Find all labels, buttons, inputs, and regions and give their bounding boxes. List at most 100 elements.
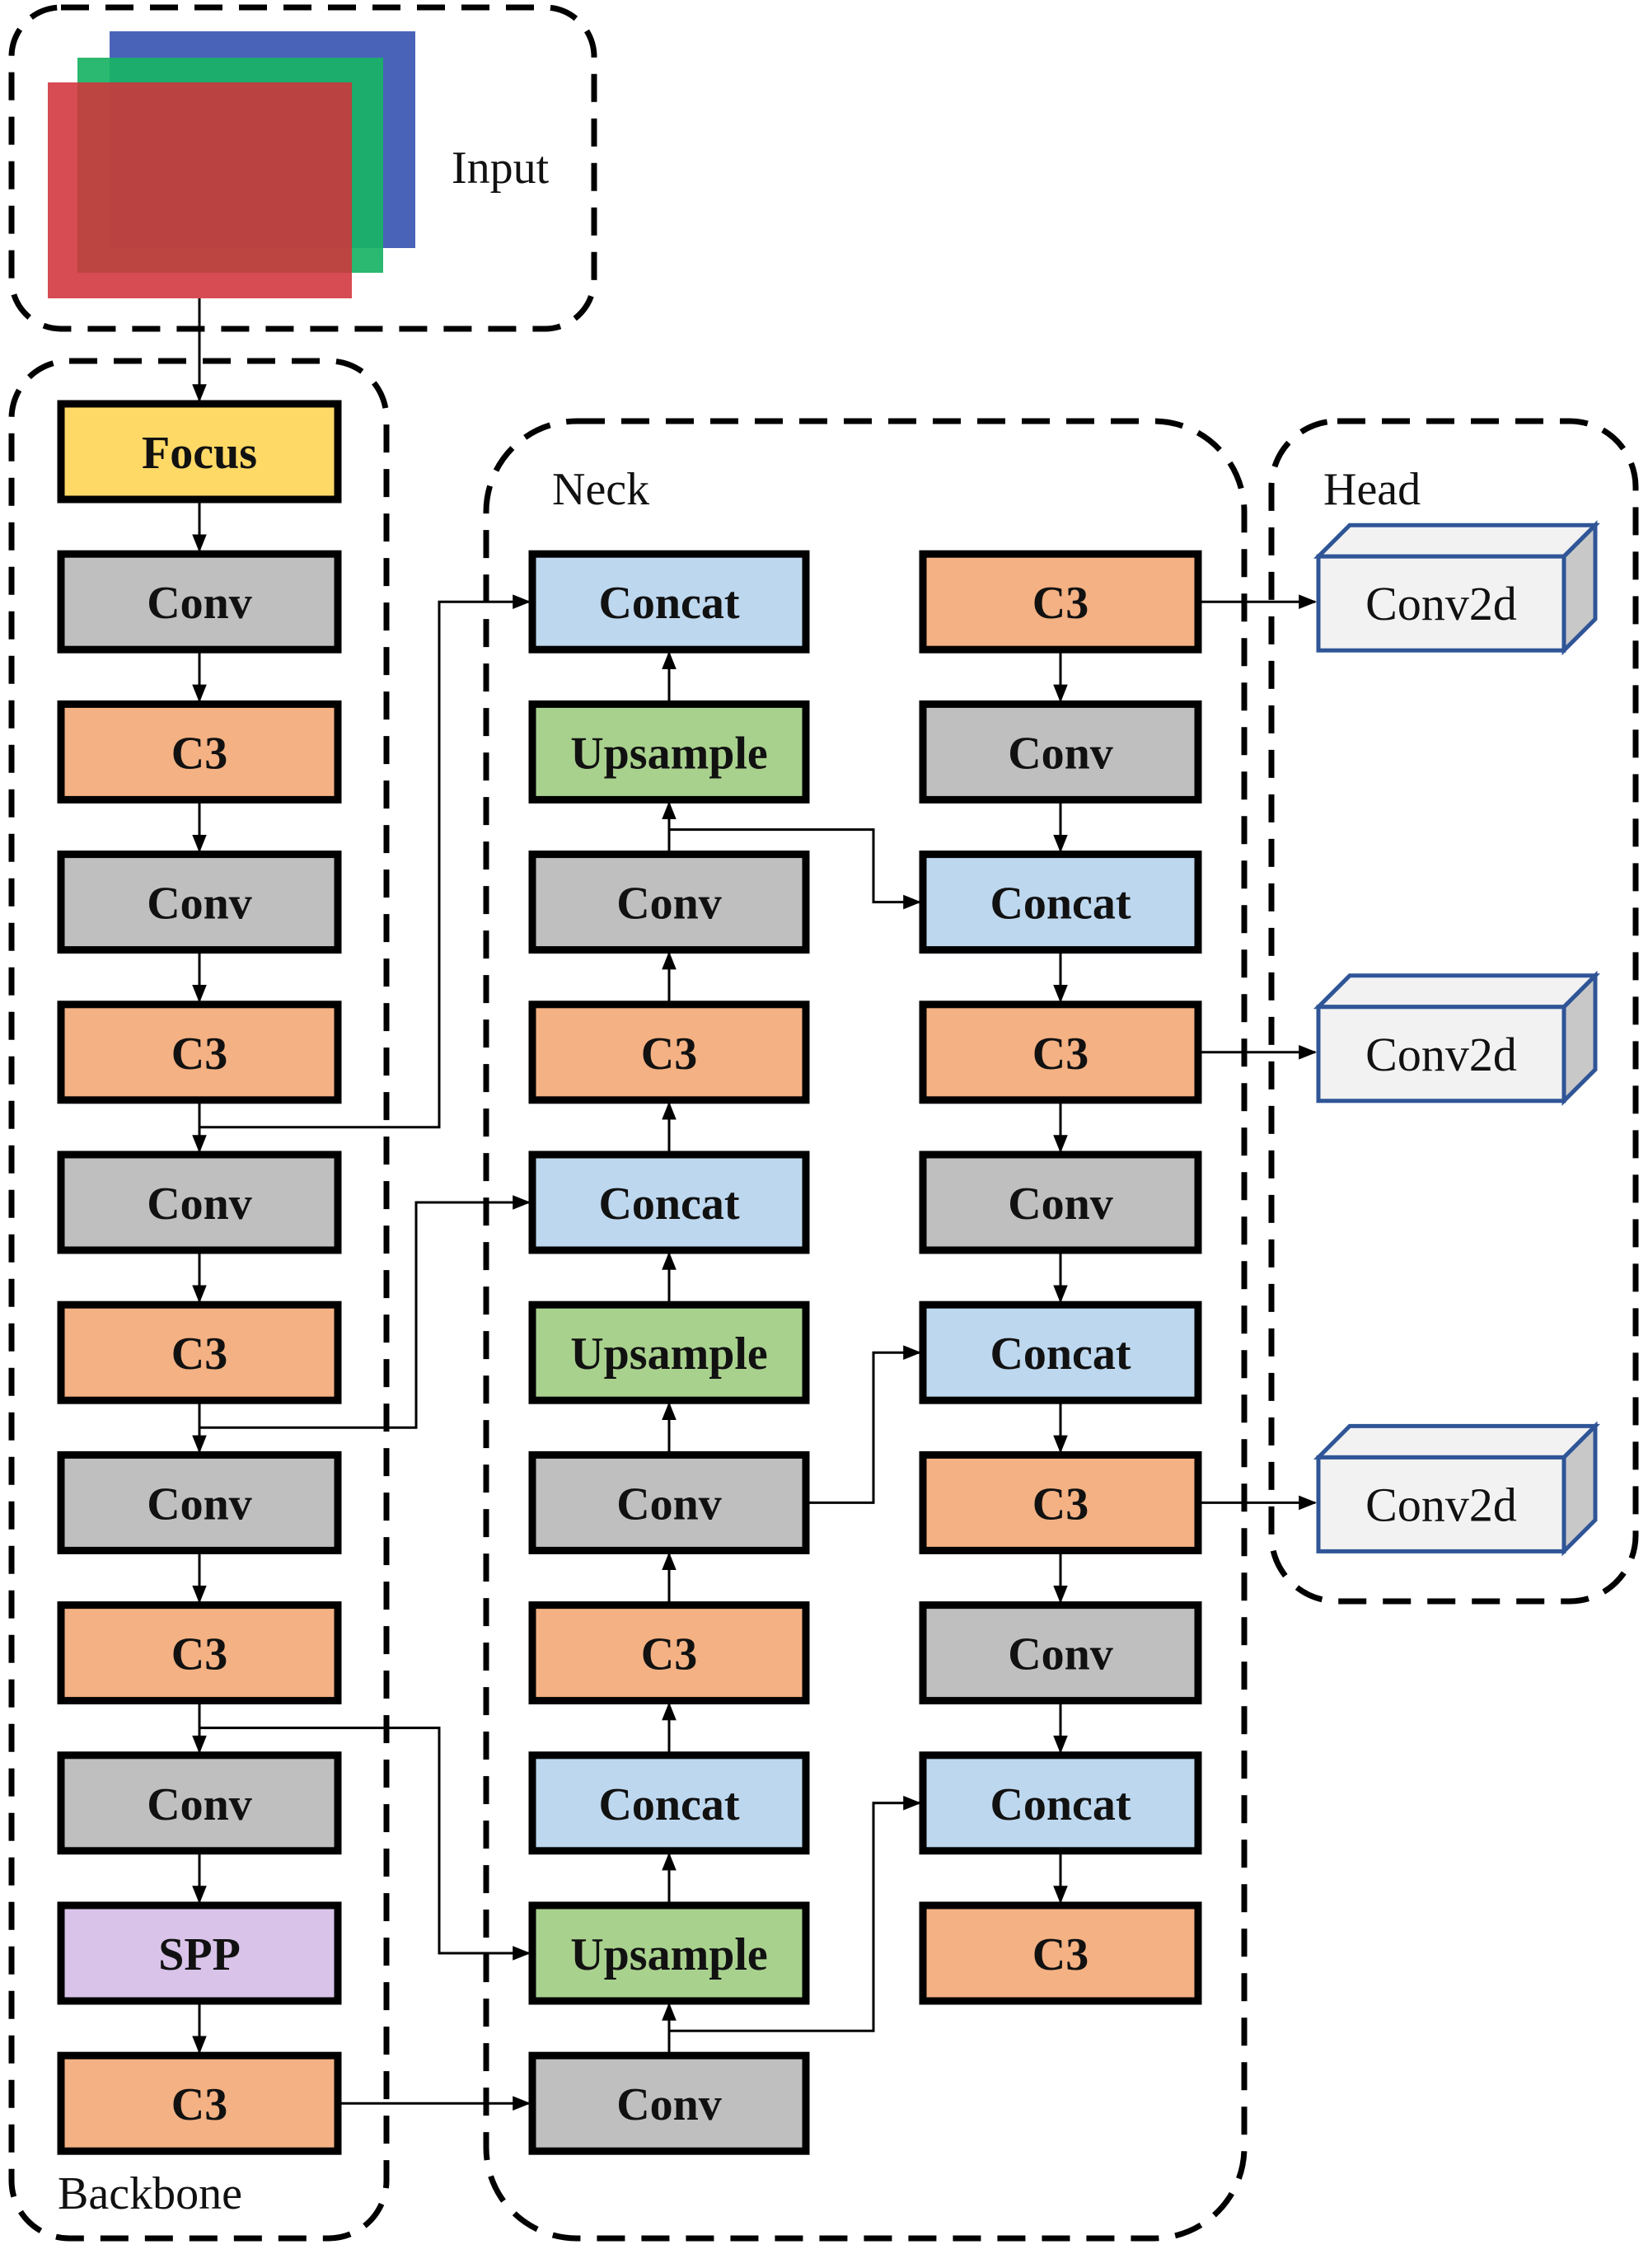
conv2d-front-face [1316, 1005, 1566, 1104]
conv2d-front-face [1316, 554, 1566, 653]
neck_left-block-upsample: Upsample [528, 700, 810, 804]
head-conv2d-block: Conv2d [1313, 520, 1601, 656]
block-label: Concat [598, 578, 739, 629]
conv-block [57, 850, 342, 954]
upsample-block [528, 1901, 810, 2005]
neck_right-block-c3: C3 [919, 1000, 1202, 1104]
upsample-block [528, 700, 810, 804]
head-conv2d-block: Conv2d [1313, 970, 1601, 1106]
skip-c3-p5-to-upsample [199, 1727, 531, 1961]
block-label: SPP [158, 1929, 241, 1980]
block-label: Upsample [570, 1328, 768, 1380]
neck_left-block-c3: C3 [528, 1601, 810, 1705]
backbone-block-spp: SPP [57, 1901, 342, 2005]
neck_right-block-concat: Concat [919, 1751, 1202, 1855]
block-label: C3 [171, 1629, 227, 1680]
block-label: Conv [1008, 1629, 1113, 1680]
block-label: C3 [641, 1629, 697, 1680]
conv-block [528, 850, 810, 954]
backbone-group: Backbone [8, 358, 390, 2242]
neck_right-block-c3: C3 [919, 1901, 1202, 2005]
concat-block [528, 1751, 810, 1855]
conv2d-top-face [1313, 522, 1601, 559]
block-label: Upsample [570, 728, 768, 779]
conv-block [57, 550, 342, 654]
input-channel-red [48, 82, 352, 298]
backbone-block-c3: C3 [57, 2051, 342, 2155]
block-label: C3 [171, 2079, 227, 2130]
backbone-block-conv: Conv [57, 550, 342, 654]
block-label: C3 [171, 1328, 227, 1380]
focus-block [57, 400, 342, 504]
backbone-block-c3: C3 [57, 1000, 342, 1104]
neck_right-block-c3: C3 [919, 1450, 1202, 1554]
skip-c3-p3-to-concat [199, 594, 531, 1129]
upsample-block [528, 1300, 810, 1404]
input-group-border [8, 4, 597, 332]
skip-neck-conv1-to-concat [669, 828, 922, 910]
backbone-block-conv: Conv [57, 850, 342, 954]
block-label: Upsample [570, 1929, 768, 1980]
block-label: C3 [1032, 578, 1089, 629]
neck_right-block-concat: Concat [919, 1300, 1202, 1404]
backbone-block-conv: Conv [57, 1751, 342, 1855]
c3-block [919, 1450, 1202, 1554]
backbone-block-c3: C3 [57, 1601, 342, 1705]
block-label: Focus [142, 428, 257, 479]
concat-block [919, 850, 1202, 954]
head-label: Head [1323, 464, 1421, 515]
c3-block [919, 1901, 1202, 2005]
block-label: Conv [147, 1179, 252, 1230]
input-label: Input [452, 143, 550, 194]
block-label: Concat [598, 1179, 739, 1230]
concat-block [528, 1150, 810, 1254]
block-label: Conv [1008, 728, 1113, 779]
conv2d-label: Conv2d [1365, 1028, 1517, 1081]
block-label: Concat [990, 879, 1131, 930]
c3-block [528, 1000, 810, 1104]
neck_right-block-conv: Conv [919, 700, 1202, 804]
neck_right-block-concat: Concat [919, 850, 1202, 954]
head-group-border [1268, 418, 1639, 1605]
block-label: C3 [171, 728, 227, 779]
edges [192, 298, 1318, 2111]
neck-label: Neck [552, 464, 649, 515]
block-label: Concat [990, 1328, 1131, 1380]
conv2d-front-face [1316, 1455, 1566, 1553]
concat-block [919, 1300, 1202, 1404]
neck-group-border [483, 418, 1248, 2242]
block-label: Conv [616, 1478, 722, 1530]
c3-block [528, 1601, 810, 1705]
neck_left-block-concat: Concat [528, 1150, 810, 1254]
conv-block [919, 1601, 1202, 1705]
block-label: Conv [616, 879, 722, 930]
conv2d-label: Conv2d [1365, 577, 1517, 630]
backbone-block-conv: Conv [57, 1450, 342, 1554]
conv-block [919, 700, 1202, 804]
block-label: Concat [990, 1779, 1131, 1830]
block-label: Conv [616, 2079, 722, 2130]
neck_left-block-upsample: Upsample [528, 1300, 810, 1404]
neck_left-block-concat: Concat [528, 1751, 810, 1855]
concat-block [528, 550, 810, 654]
head-conv2d-block: Conv2d [1313, 1421, 1601, 1557]
conv2d-label: Conv2d [1365, 1478, 1517, 1531]
neck_left-block-c3: C3 [528, 1000, 810, 1104]
conv-block [528, 1450, 810, 1554]
nodes: FocusConvC3ConvC3ConvC3ConvC3ConvSPPC3Co… [57, 400, 1601, 2155]
neck_left-block-conv: Conv [528, 2051, 810, 2155]
neck_left-block-conv: Conv [528, 1450, 810, 1554]
conv2d-top-face [1313, 1423, 1601, 1460]
conv2d-top-face [1313, 973, 1601, 1010]
block-label: Conv [147, 879, 252, 930]
skip-neck-conv3-to-concat [669, 1796, 922, 2032]
backbone-block-conv: Conv [57, 1150, 342, 1254]
backbone-block-focus: Focus [57, 400, 342, 504]
block-label: C3 [171, 1029, 227, 1080]
c3-block [57, 700, 342, 804]
spp-block [57, 1901, 342, 2005]
concat-block [919, 1751, 1202, 1855]
conv-block [57, 1150, 342, 1254]
block-label: Conv [1008, 1179, 1113, 1230]
